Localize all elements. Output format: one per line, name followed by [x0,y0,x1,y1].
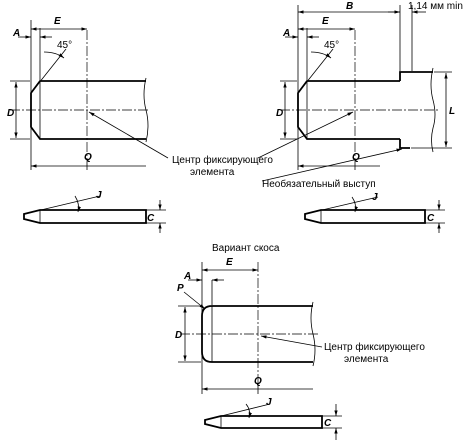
figure-bottom-variant: E A P D Q Центр фиксирующего элемента [175,257,425,394]
break-line-2 [430,67,436,153]
label-l: L [449,106,455,117]
label-e-1: E [54,16,61,27]
angle-j-arc-left [74,195,81,213]
angle-arc-1 [43,51,65,59]
leader-optional-step [261,148,403,182]
label-j-bottom: J [266,397,272,408]
callout-center-line2: элемента [190,167,235,178]
leader-center-1 [88,111,169,159]
label-e-2: E [322,16,329,27]
variant-title: Вариант скоса [212,243,280,254]
tip-outline-left [23,209,147,224]
label-angle-2: 45° [324,40,339,51]
label-q-3: Q [254,376,262,387]
label-a-1: A [12,28,20,39]
label-c-right: C [427,213,435,224]
label-d-2: D [276,108,283,119]
label-min-dim: 1,14 мм min [408,1,463,12]
tip-angle-line-right [304,196,379,215]
label-a-3: A [183,271,191,282]
callout-center3-line2: элемента [344,354,389,365]
callout-center-line1: Центр фиксирующего [172,154,273,166]
label-p: P [177,283,184,294]
label-b: B [346,1,353,12]
leader-p [183,291,206,310]
label-c-left: C [147,213,155,224]
optional-step-outline [399,71,433,149]
label-d-3: D [175,330,182,341]
callout-center3-line1: Центр фиксирующего [324,341,425,353]
tip-outline-bottom [204,415,323,429]
tip-angle-line-left [23,195,101,215]
tip-outline-right [304,209,426,224]
side-view-left: J C [23,190,166,233]
leader-center-2 [257,111,354,159]
angle-j-arc-right [351,196,358,213]
tip-angle-line-bottom [204,403,271,421]
figure-top-left: E A 45° D Q [7,16,169,170]
label-j-right: J [372,192,378,203]
label-a-2: A [282,28,290,39]
angle-arc-2 [310,51,332,59]
callout-optional-step: Необязательный выступ [262,178,376,190]
label-angle-1: 45° [57,40,72,51]
leader-center-3 [260,335,323,348]
label-c-bottom: C [324,418,332,429]
label-d-1: D [7,108,14,119]
label-e-3: E [226,257,233,268]
figure-top-right: B 1,14 мм min E A 45° D L Q [257,1,463,182]
label-q-1: Q [84,152,92,163]
side-view-bottom: J C [204,397,342,440]
label-q-2: Q [352,152,360,163]
side-view-right: J C [304,192,445,233]
label-j-left: J [96,190,102,201]
angle-j-arc-bottom [245,403,252,419]
